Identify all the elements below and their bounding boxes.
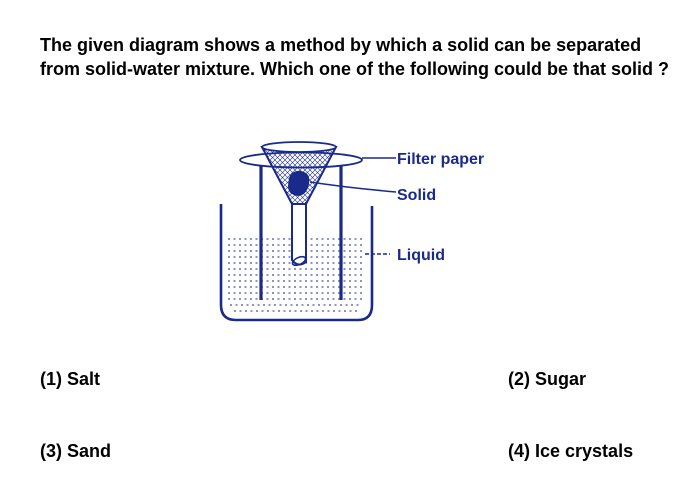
funnel-rim bbox=[261, 141, 337, 153]
solid-residue bbox=[288, 170, 310, 196]
label-filter-paper: Filter paper bbox=[397, 151, 484, 168]
option-4[interactable]: (4) Ice crystals bbox=[508, 441, 634, 461]
filtration-diagram: Filter paper Solid Liquid bbox=[219, 141, 484, 322]
label-liquid: Liquid bbox=[397, 247, 445, 264]
question-text: The given diagram shows a method by whic… bbox=[40, 35, 670, 79]
option-1[interactable]: (1) Salt bbox=[40, 369, 101, 389]
option-2[interactable]: (2) Sugar bbox=[508, 369, 587, 389]
label-solid: Solid bbox=[397, 187, 436, 204]
option-3[interactable]: (3) Sand bbox=[40, 441, 112, 461]
beaker bbox=[219, 204, 374, 322]
funnel-stem bbox=[291, 202, 307, 266]
